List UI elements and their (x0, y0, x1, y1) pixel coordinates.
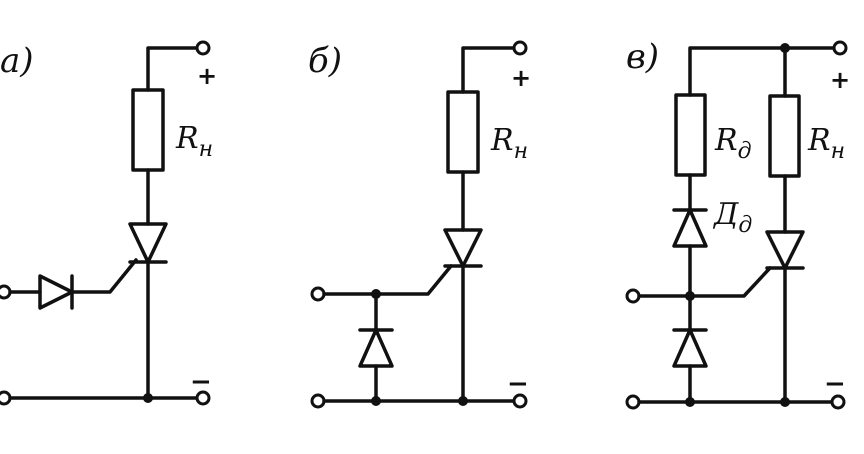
minus-terminal (512, 393, 528, 409)
panel-c-label: в) (626, 37, 659, 77)
divider-resistor (674, 93, 707, 177)
thyristor (128, 222, 168, 264)
plus-terminal (512, 40, 528, 56)
load-resistor-label: Rн (490, 123, 528, 164)
junction-node (780, 397, 790, 407)
circuit-c: в) + Rд Rн Дд (625, 37, 850, 410)
circuit-b: б) + Rн − (308, 40, 531, 409)
plus-sign: + (197, 62, 217, 90)
top-rail (688, 46, 836, 97)
control-terminal (310, 286, 326, 302)
load-resistor (768, 94, 801, 178)
control-terminal (625, 288, 641, 304)
gate-wire (70, 258, 138, 294)
junction-node (685, 291, 695, 301)
thyristor (443, 228, 483, 268)
plus-terminal (195, 40, 211, 56)
junction-node (371, 396, 381, 406)
divider-diode-label: Дд (712, 197, 752, 238)
junction-node (143, 393, 153, 403)
minus-sign: − (824, 369, 846, 399)
gate-diode (38, 274, 74, 310)
anode-wire (146, 46, 199, 92)
junction-node (458, 396, 468, 406)
plus-terminal (832, 40, 848, 56)
minus-sign: − (190, 367, 212, 397)
anode-wire (461, 46, 516, 94)
circuit-a: a) + Rн − (0, 40, 217, 406)
shunt-diode (358, 328, 394, 368)
common-terminal (625, 394, 641, 410)
plus-sign: + (830, 66, 850, 94)
thyristor (765, 230, 805, 270)
common-terminal (310, 393, 326, 409)
gate-wire (322, 264, 453, 296)
divider-diode (672, 208, 708, 248)
minus-terminal (195, 390, 211, 406)
plus-sign: + (511, 64, 531, 92)
panel-b-label: б) (308, 41, 342, 81)
load-resistor-label: Rн (807, 123, 845, 164)
junction-node (780, 43, 790, 53)
divider-resistor-label: Rд (714, 123, 752, 164)
minus-terminal (830, 394, 846, 410)
load-resistor (446, 90, 480, 174)
minus-sign: − (507, 369, 529, 399)
gate-wire (637, 266, 772, 298)
junction-node (685, 397, 695, 407)
panel-a-label: a) (0, 41, 34, 81)
load-resistor (131, 88, 165, 172)
load-resistor-label: Rн (175, 121, 213, 162)
shunt-diode (672, 328, 708, 368)
